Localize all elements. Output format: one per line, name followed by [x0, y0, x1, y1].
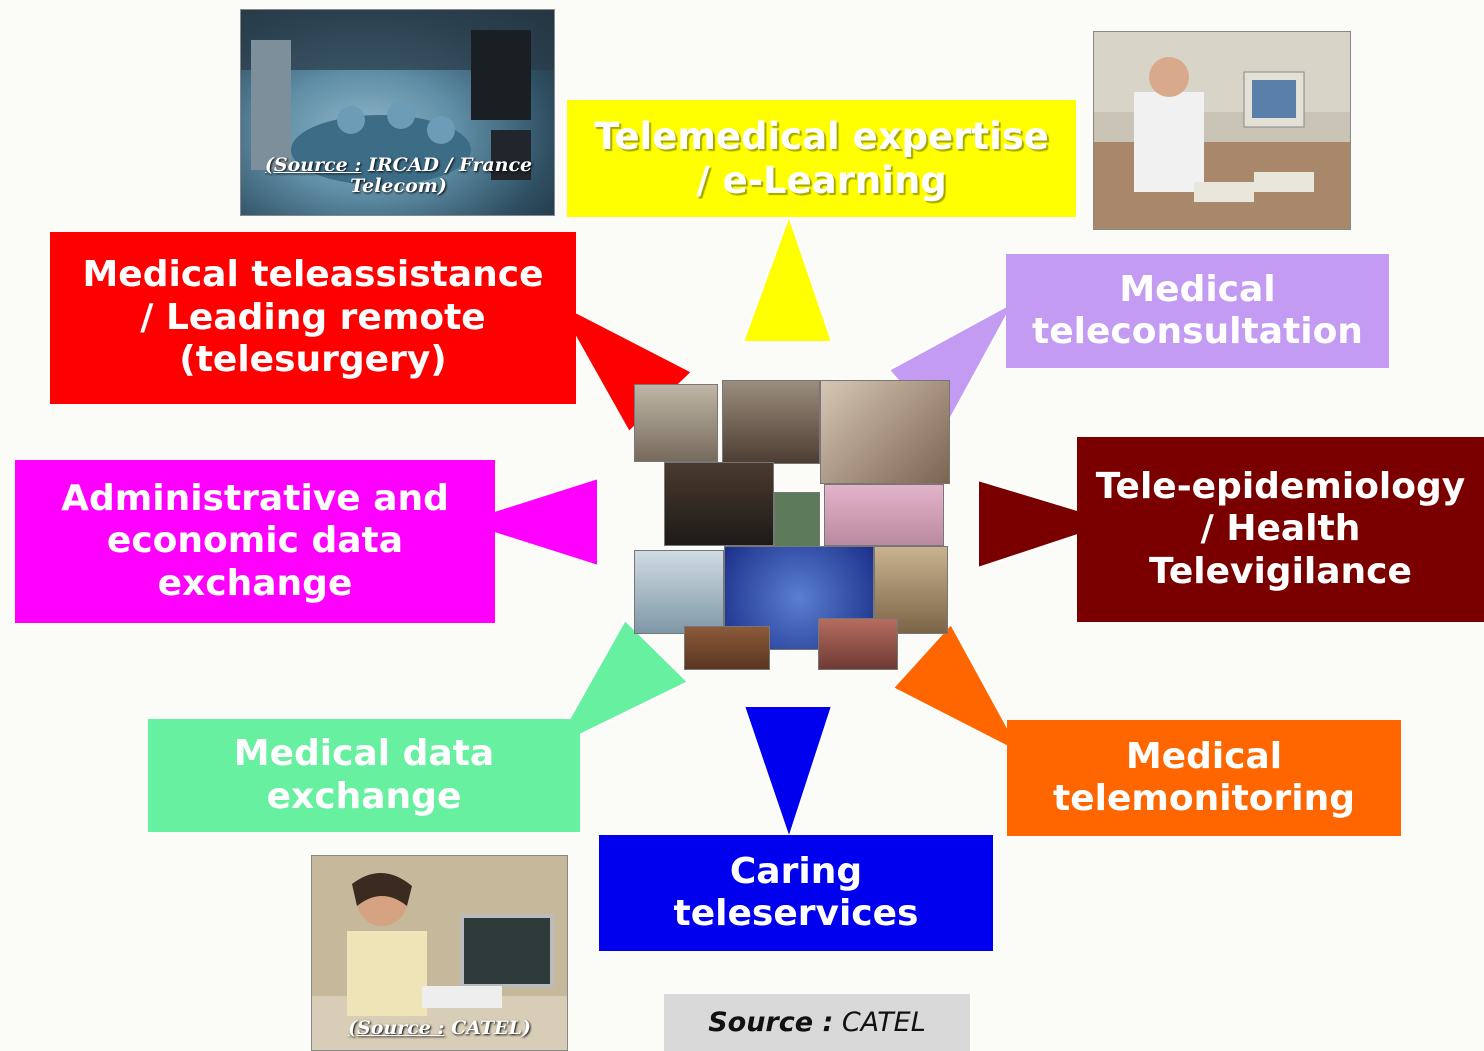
box-medical-teleconsultation: Medical teleconsultation [1006, 254, 1389, 368]
administrative-data-line-2: economic data [106, 520, 404, 562]
operating-room-illustration [241, 10, 554, 185]
administrative-data-line-1: Administrative and [61, 477, 449, 519]
telemedical-expertise-line-1: Telemedical expertise [594, 114, 1049, 158]
collage-tile-1 [634, 384, 718, 462]
caring-teleservices-line-1: Caring [729, 850, 863, 892]
collage-tile-4 [664, 462, 774, 546]
medical-teleassistance-line-3: (telesurgery) [179, 339, 447, 381]
box-medical-teleassistance: Medical teleassistance / Leading remote … [50, 232, 576, 404]
arrow-caring-teleservices [742, 705, 834, 842]
arrow-administrative-data [456, 476, 599, 568]
tele-epidemiology-line-3: Televigilance [1149, 550, 1412, 592]
tele-epidemiology-line-1: Tele-epidemiology [1095, 465, 1466, 507]
medical-teleassistance-line-1: Medical teleassistance [82, 254, 544, 296]
arrow-medical-data-exchange [550, 618, 690, 751]
caring-teleservices-line-2: teleservices [673, 893, 919, 934]
medical-teleconsultation-line-2: teleconsultation [1032, 311, 1363, 352]
doctor-computer-illustration [1094, 32, 1350, 229]
source-footer-value: CATEL [833, 1007, 926, 1038]
medical-telemonitoring-line-1: Medical [1125, 735, 1283, 777]
arrow-medical-telemonitoring [891, 622, 1025, 757]
telemedical-expertise-line-2: / e-Learning [696, 158, 947, 202]
operating-room-photo: (Source : IRCAD / France Telecom) [240, 9, 555, 216]
patient-monitoring-photo: (Source : CATEL) [311, 855, 568, 1051]
collage-tile-6 [824, 484, 944, 546]
arrow-tele-epidemiology [977, 478, 1121, 570]
box-medical-telemonitoring: Medical telemonitoring [1007, 720, 1401, 836]
medical-data-exchange-line-2: exchange [266, 775, 462, 817]
source-footer-label: Source : [708, 1007, 834, 1038]
operating-room-caption: (Source : IRCAD / France Telecom) [251, 155, 546, 197]
collage-tile-3 [820, 380, 950, 484]
collage-tile-5 [774, 492, 820, 550]
collage-tile-10 [684, 626, 770, 670]
collage-tile-7 [634, 550, 724, 634]
box-caring-teleservices: Caring teleservices [599, 835, 993, 951]
source-footer: Source : CATEL [664, 994, 970, 1051]
administrative-data-line-3: exchange [157, 562, 353, 604]
medical-teleassistance-line-2: / Leading remote [140, 296, 486, 338]
operating-room-caption-source: (Source : [264, 154, 362, 176]
patient-monitoring-caption: (Source : CATEL) [312, 1018, 567, 1039]
box-tele-epidemiology: Tele-epidemiology / Health Televigilance [1077, 437, 1484, 622]
patient-monitoring-caption-rest: CATEL) [444, 1017, 531, 1039]
center-collage [634, 380, 950, 670]
box-medical-data-exchange: Medical data exchange [148, 719, 580, 832]
medical-teleconsultation-line-1: Medical [1119, 268, 1276, 310]
collage-tile-2 [722, 380, 820, 464]
operating-room-caption-rest: IRCAD / France [361, 154, 533, 176]
box-administrative-data: Administrative and economic data exchang… [15, 460, 495, 623]
doctor-computer-photo [1093, 31, 1351, 230]
medical-telemonitoring-line-2: telemonitoring [1052, 778, 1356, 819]
arrow-telemedical-expertise [741, 212, 834, 343]
patient-monitoring-caption-source: (Source : [348, 1017, 445, 1039]
patient-monitoring-illustration [312, 856, 567, 1050]
box-telemedical-expertise: Telemedical expertise / e-Learning [567, 100, 1076, 217]
medical-data-exchange-line-1: Medical data [233, 733, 495, 775]
tele-epidemiology-line-2: / Health [1200, 508, 1361, 550]
operating-room-caption-line-2: Telecom) [350, 174, 447, 197]
collage-tile-11 [818, 618, 898, 670]
